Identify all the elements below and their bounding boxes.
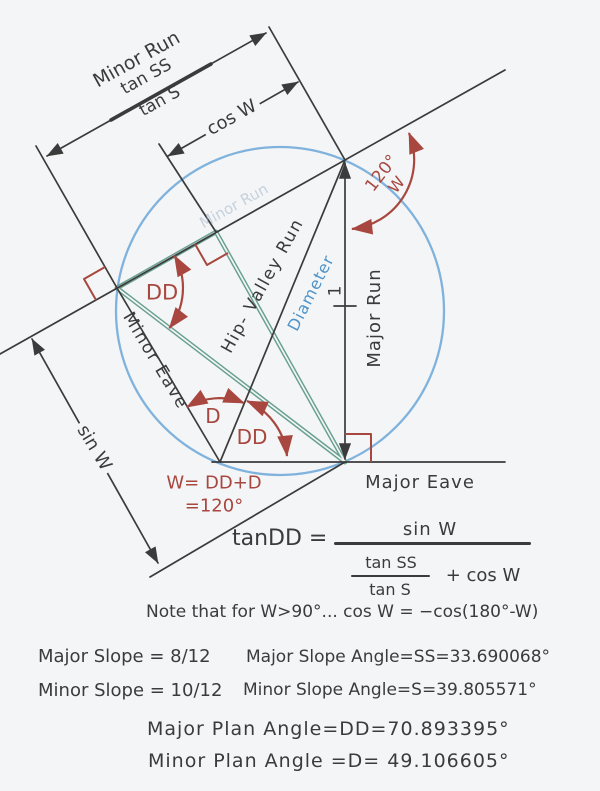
major-slope-angle-value: Major Slope Angle=SS=33.690068° [246, 647, 551, 667]
w-sum-line2: =120° [184, 496, 244, 517]
minor-slope-angle-value: Minor Slope Angle=S=39.805571° [243, 680, 537, 700]
unit-length-label: 1 [325, 285, 346, 297]
dd-angle-label-bottom: DD [236, 425, 268, 449]
minor-eave-extended-line [0, 69, 506, 355]
formula-sub-denominator: tan S [369, 580, 411, 600]
angle-arcs [168, 132, 424, 457]
d-arc-bottom [186, 387, 245, 408]
extension-line-mid [158, 143, 217, 233]
right-angle-mid [194, 243, 229, 266]
minor-plan-angle-value: Minor Plan Angle =D= 49.106605° [148, 750, 510, 772]
major-plan-angle-value: Major Plan Angle=DD=70.893395° [147, 718, 510, 740]
minor-eave-line [116, 287, 221, 463]
w-arc-top [351, 132, 424, 235]
ink-lines [0, 26, 506, 578]
w-sum-equation: W= DD+D =120° [166, 472, 261, 519]
right-angle-left [83, 266, 106, 301]
formula-fraction-bar [334, 542, 531, 545]
minor-slope-value: Minor Slope = 10/12 [38, 680, 223, 701]
fraction-bar-on-dimension [109, 62, 213, 122]
parallel-through-b-line [149, 461, 346, 578]
d-angle-label: D [205, 404, 221, 428]
major-eave-label: Major Eave [365, 472, 475, 494]
formula-sub-fraction-bar [351, 575, 430, 578]
dd-arc-bottom [246, 399, 293, 457]
dd-arc-left [168, 254, 192, 329]
formula-lhs: tanDD = [232, 526, 328, 551]
formula-numerator: sin W [402, 519, 458, 541]
note-line: Note that for W>90°... cos W = −cos(180°… [146, 602, 539, 622]
major-slope-value: Major Slope = 8/12 [38, 646, 211, 667]
right-angle-markers [83, 243, 372, 462]
dd-angle-label-left: DD [145, 280, 179, 305]
extension-line-right [268, 26, 346, 161]
diameter-line [219, 159, 346, 463]
major-run-label: Major Run [364, 268, 386, 368]
formula-plus-term: + cos W [445, 565, 521, 587]
w-sum-line1: W= DD+D [166, 472, 262, 494]
formula-sub-numerator: tan SS [365, 553, 417, 573]
extension-line-left [35, 145, 118, 289]
right-angle-bottom [345, 433, 372, 462]
